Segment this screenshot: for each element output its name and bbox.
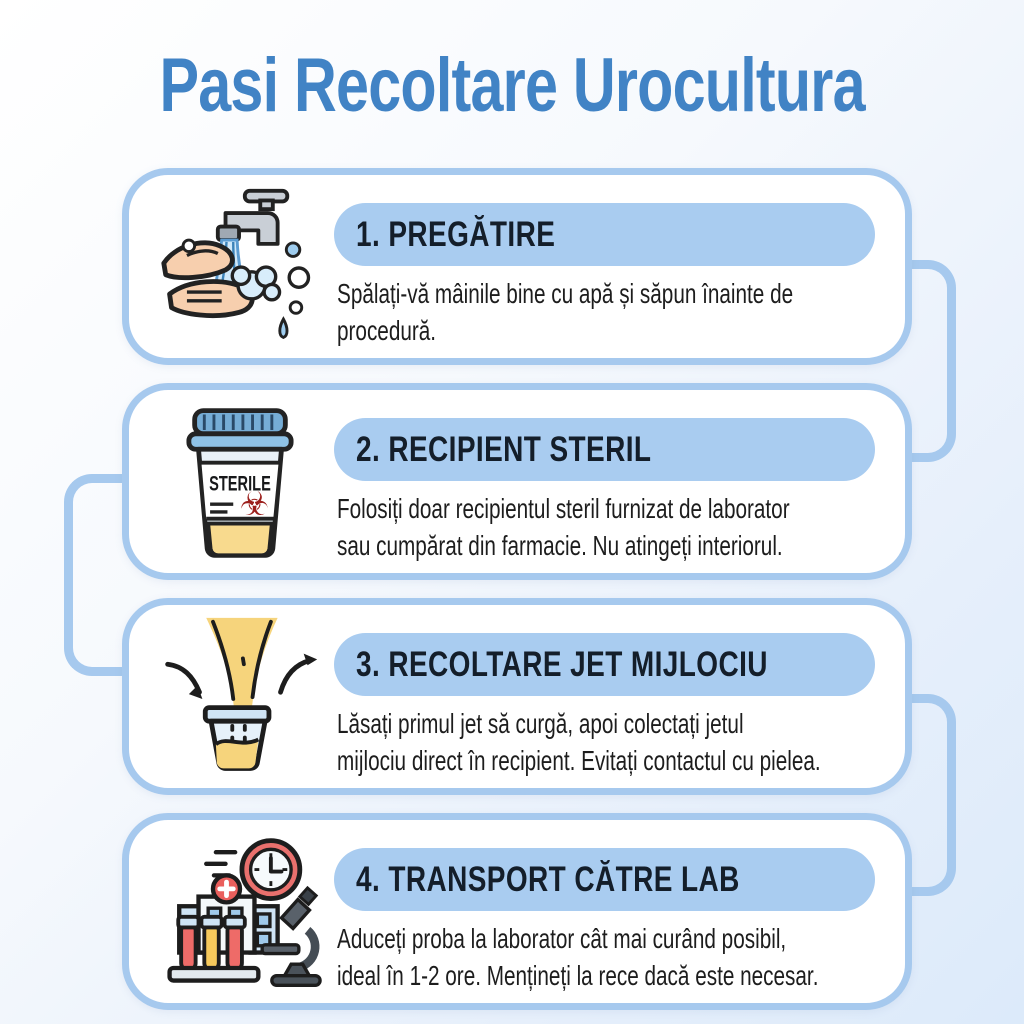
step3-heading-pill: 3. RECOLTARE JET MIJLOCIU [334,633,875,696]
step2-content: 2. RECIPIENT STERIL Folosiți doar recipi… [334,390,909,565]
step2-heading-pill: 2. RECIPIENT STERIL [334,418,875,481]
container-sterile-label: STERILE [209,473,271,496]
step2-description-wrap: Folosiți doar recipientul steril furniza… [334,491,909,565]
sterile-container-icon: STERILE ☣ [186,408,294,558]
step4-content: 4. TRANSPORT CĂTRE LAB Aduceți proba la … [334,820,909,995]
step2-heading: 2. RECIPIENT STERIL [356,429,652,469]
step1-heading: 1. PREGĂTIRE [356,214,556,254]
step1-content: 1. PREGĂTIRE Spălați-vă mâinile bine cu … [334,175,909,350]
lab-transport-icon [167,838,322,988]
step3-heading: 3. RECOLTARE JET MIJLOCIU [356,644,768,684]
step4-heading: 4. TRANSPORT CĂTRE LAB [356,859,740,899]
step1-description: Spălați-vă mâinile bine cu apă și săpun … [337,278,794,346]
step4-description: Aduceți proba la laborator cât mai curân… [337,923,819,991]
step4-description-wrap: Aduceți proba la laborator cât mai curân… [334,921,909,995]
step4-icon-wrap [149,828,331,998]
step3-icon-wrap [149,613,331,783]
connector-step2-step3 [64,474,134,676]
step2-description: Folosiți doar recipientul steril furniza… [337,493,790,561]
connector-step1-step2 [880,260,956,462]
biohazard-symbol: ☣ [240,485,269,522]
step-card-pregatire: 1. PREGĂTIRE Spălați-vă mâinile bine cu … [122,168,912,365]
step2-icon-wrap: STERILE ☣ [149,398,331,568]
step3-description-wrap: Lăsați primul jet să curgă, apoi colecta… [334,706,909,780]
step1-heading-pill: 1. PREGĂTIRE [334,203,875,266]
hand-washing-icon [161,188,311,340]
step4-heading-pill: 4. TRANSPORT CĂTRE LAB [334,848,875,911]
step-card-transport-lab: 4. TRANSPORT CĂTRE LAB Aduceți proba la … [122,813,912,1010]
step-card-recipient-steril: STERILE ☣ 2. RECIPIENT STERIL Folosiți d… [122,383,912,580]
step3-description: Lăsați primul jet să curgă, apoi colecta… [337,708,821,776]
connector-step3-step4 [880,694,956,896]
page-title: Pasi Recoltare Urocultura [159,43,865,128]
step-card-recoltare-jet: 3. RECOLTARE JET MIJLOCIU Lăsați primul … [122,598,912,795]
step1-description-wrap: Spălați-vă mâinile bine cu apă și săpun … [334,276,909,350]
step1-icon-wrap [149,183,331,353]
step3-content: 3. RECOLTARE JET MIJLOCIU Lăsați primul … [334,605,909,780]
midstream-collection-icon [165,617,318,771]
